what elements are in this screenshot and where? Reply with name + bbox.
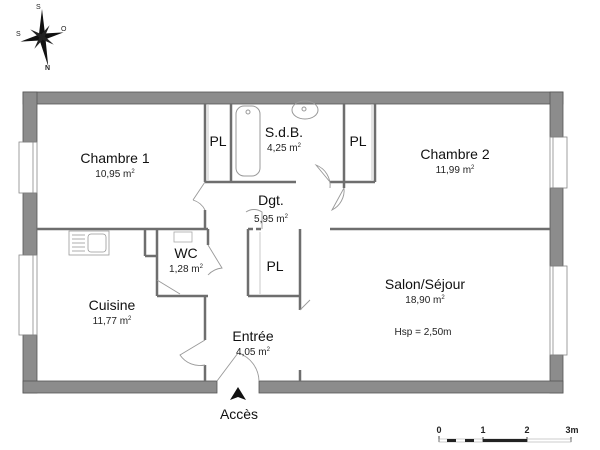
compass-label-bottom: N <box>45 65 51 72</box>
compass-label-top: S <box>36 4 41 11</box>
ceiling-height-note: Hsp = 2,50m <box>394 327 452 338</box>
room-name: WC <box>174 245 198 261</box>
room-area: 5,95 m2 <box>254 214 288 225</box>
room-name: Cuisine <box>88 297 136 313</box>
compass-label-left: S <box>16 31 21 38</box>
room-area: 10,95 m2 <box>95 169 135 180</box>
scale-tick-3: 3m <box>565 425 579 435</box>
bathtub-icon <box>235 105 261 177</box>
access-arrow-icon <box>230 387 246 400</box>
room-chambre-1: Chambre 1 10,95 m2 <box>80 150 149 181</box>
door-swings <box>156 163 345 382</box>
placard-label-2: PL <box>349 133 367 149</box>
room-salon-sejour: Salon/Séjour 18,90 m2 <box>385 276 465 307</box>
scale-tick-0: 0 <box>436 425 442 435</box>
room-cuisine: Cuisine 11,77 m2 <box>89 297 136 328</box>
room-name: Entrée <box>232 328 274 344</box>
room-dgt: Dgt. 5,95 m2 <box>254 192 288 226</box>
closet-lines <box>207 104 373 294</box>
sink-icon <box>291 100 319 120</box>
scale-bar <box>438 436 572 443</box>
room-entree: Entrée 4,05 m2 <box>232 328 273 359</box>
room-area: 4,05 m2 <box>236 347 270 358</box>
kitchen-sink-icon <box>68 230 110 256</box>
room-name: Dgt. <box>258 192 284 208</box>
compass-rose-icon <box>20 9 64 67</box>
partitions <box>37 104 550 381</box>
room-name: Chambre 1 <box>80 150 150 166</box>
placard-label-1: PL <box>209 133 227 149</box>
room-name: Chambre 2 <box>420 146 490 162</box>
room-area: 18,90 m2 <box>405 295 445 306</box>
room-area: 11,99 m2 <box>435 165 475 176</box>
room-chambre-2: Chambre 2 11,99 m2 <box>420 146 489 177</box>
scale-tick-1: 1 <box>480 425 486 435</box>
scale-tick-2: 2 <box>524 425 530 435</box>
toilet-icon <box>173 231 193 243</box>
room-sdb: S.d.B. 4,25 m2 <box>265 124 303 155</box>
room-wc: WC 1,28 m2 <box>169 245 203 276</box>
access-label: Accès <box>219 406 259 422</box>
room-area: 11,77 m2 <box>92 316 132 327</box>
placard-label-3: PL <box>266 258 284 274</box>
room-area: 4,25 m2 <box>267 143 301 154</box>
room-name: S.d.B. <box>264 124 304 140</box>
room-name: Salon/Séjour <box>384 276 466 292</box>
room-area: 1,28 m2 <box>169 264 203 275</box>
windows <box>18 136 568 356</box>
outer-walls <box>22 91 564 394</box>
compass-label-right: O <box>61 26 67 33</box>
